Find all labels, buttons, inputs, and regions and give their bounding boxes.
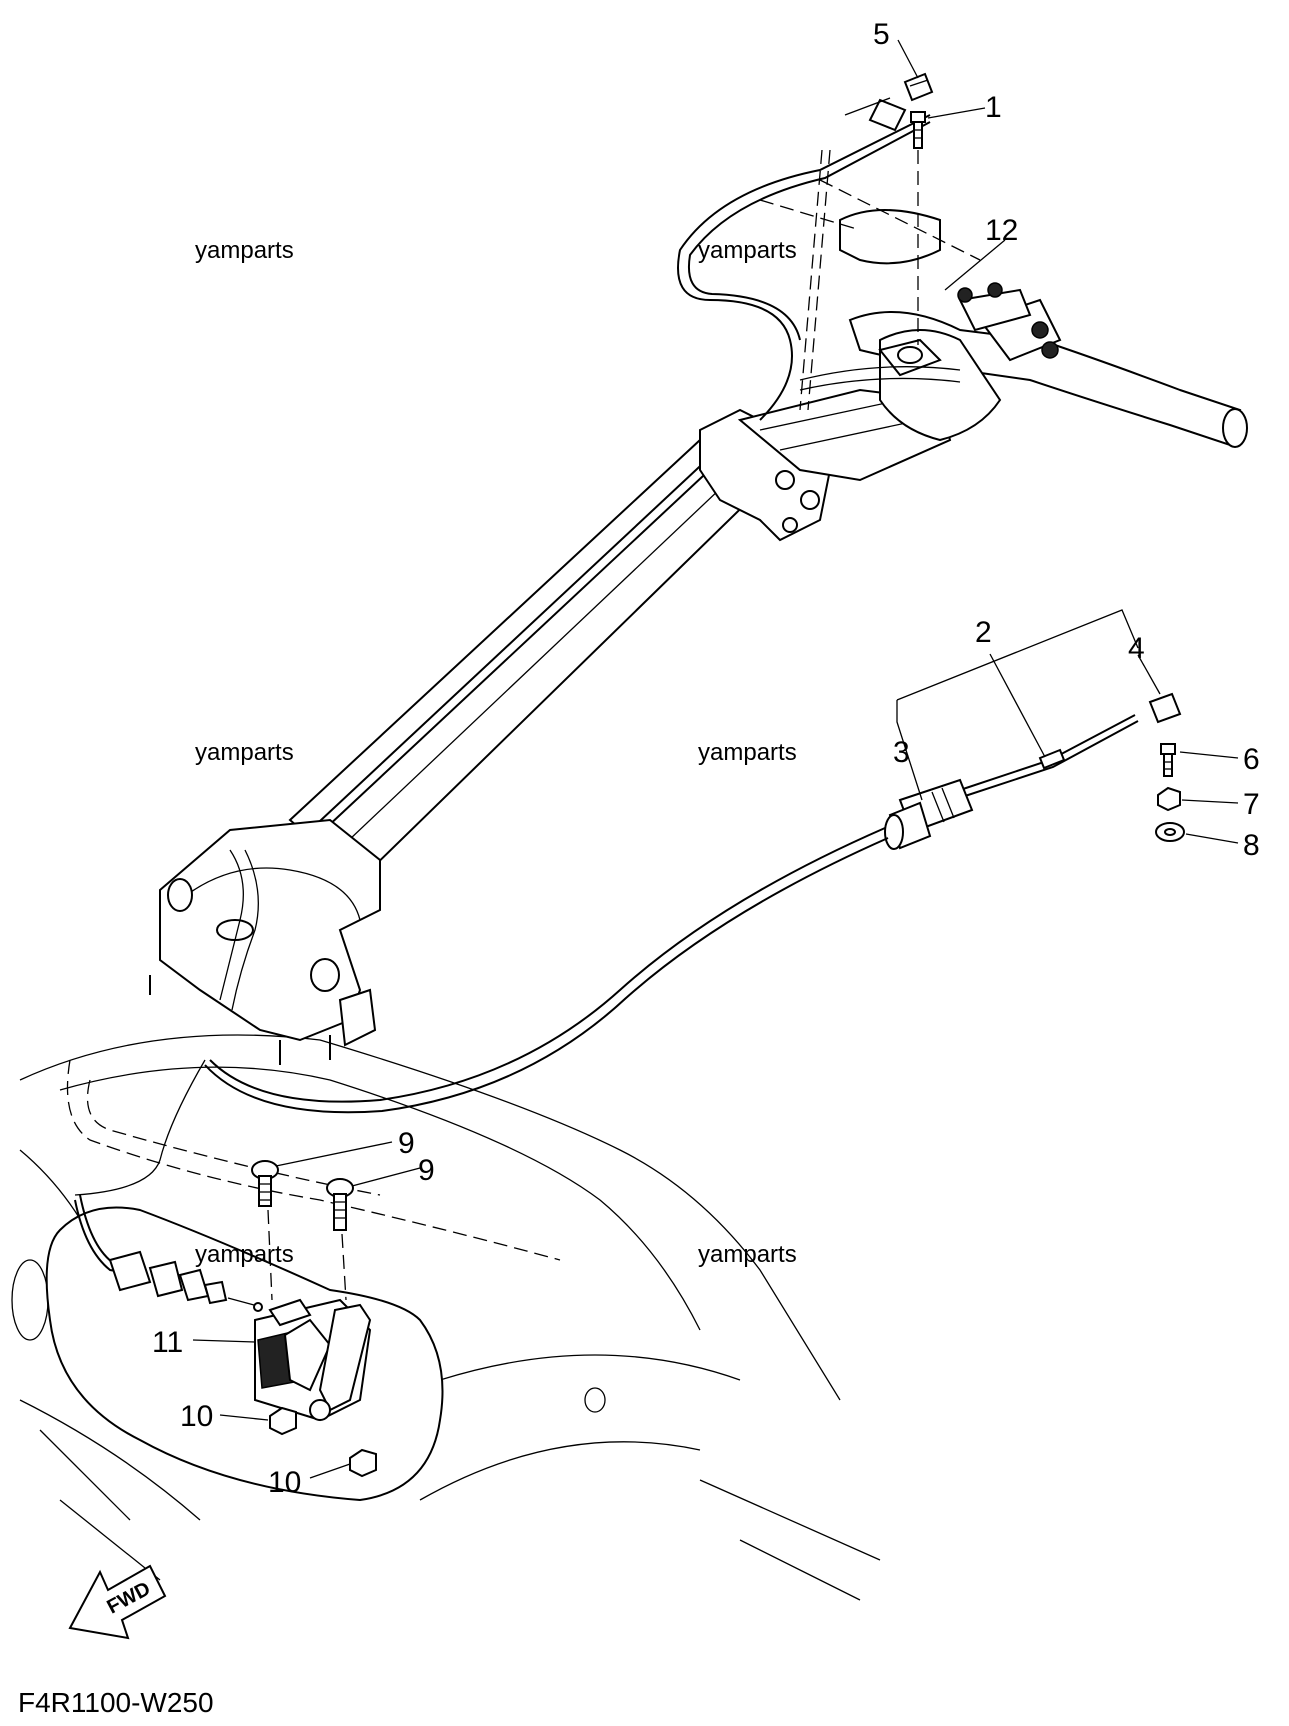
callout-7: 7 (1243, 788, 1260, 821)
callout-10b: 10 (268, 1466, 301, 1499)
callout-11: 11 (152, 1326, 183, 1359)
watermarks: yamparts yamparts yamparts yamparts yamp… (195, 237, 797, 1268)
callout-8: 8 (1243, 829, 1260, 862)
fwd-arrow: FWD (68, 1564, 167, 1640)
callout-12: 12 (985, 214, 1018, 247)
watermark: yamparts (698, 1241, 797, 1268)
diagram-code: F4R1100-W250 (18, 1687, 214, 1718)
watermark: yamparts (698, 739, 797, 766)
throttle-cable-assembly (74, 714, 1139, 1196)
callout-5: 5 (873, 18, 890, 51)
callout-9b: 9 (418, 1154, 435, 1187)
watermark: yamparts (195, 739, 294, 766)
watermark: yamparts (698, 237, 797, 264)
upper-cable (677, 97, 961, 421)
callout-1: 1 (985, 91, 1002, 124)
part-9-bolt-b (326, 1178, 354, 1301)
callout-9a: 9 (398, 1127, 415, 1160)
callout-10a: 10 (180, 1400, 213, 1433)
part-10-nut-b (349, 1448, 377, 1478)
callout-2: 2 (975, 616, 992, 649)
leader-lines (192, 39, 1239, 1479)
callout-4: 4 (1128, 632, 1145, 665)
part-4-cap (1148, 692, 1182, 724)
part-6-screw (1160, 743, 1176, 777)
part-7-nut (1157, 786, 1181, 812)
watermark: yamparts (195, 1241, 294, 1268)
callout-3: 3 (893, 736, 910, 769)
watermark: yamparts (195, 237, 294, 264)
part-1-screw (910, 111, 926, 345)
steering-column (149, 388, 952, 1065)
callout-numbers: 5 1 12 2 4 3 6 7 8 9 9 11 10 10 (152, 18, 1260, 1499)
part-8-washer (1155, 822, 1185, 842)
part-10-nut-a (269, 1406, 297, 1436)
callout-6: 6 (1243, 743, 1260, 776)
part-5-cap (903, 72, 934, 102)
part-9-bolt-a (251, 1160, 279, 1301)
throttle-sensor (74, 1194, 372, 1422)
handlebar (759, 179, 1248, 448)
